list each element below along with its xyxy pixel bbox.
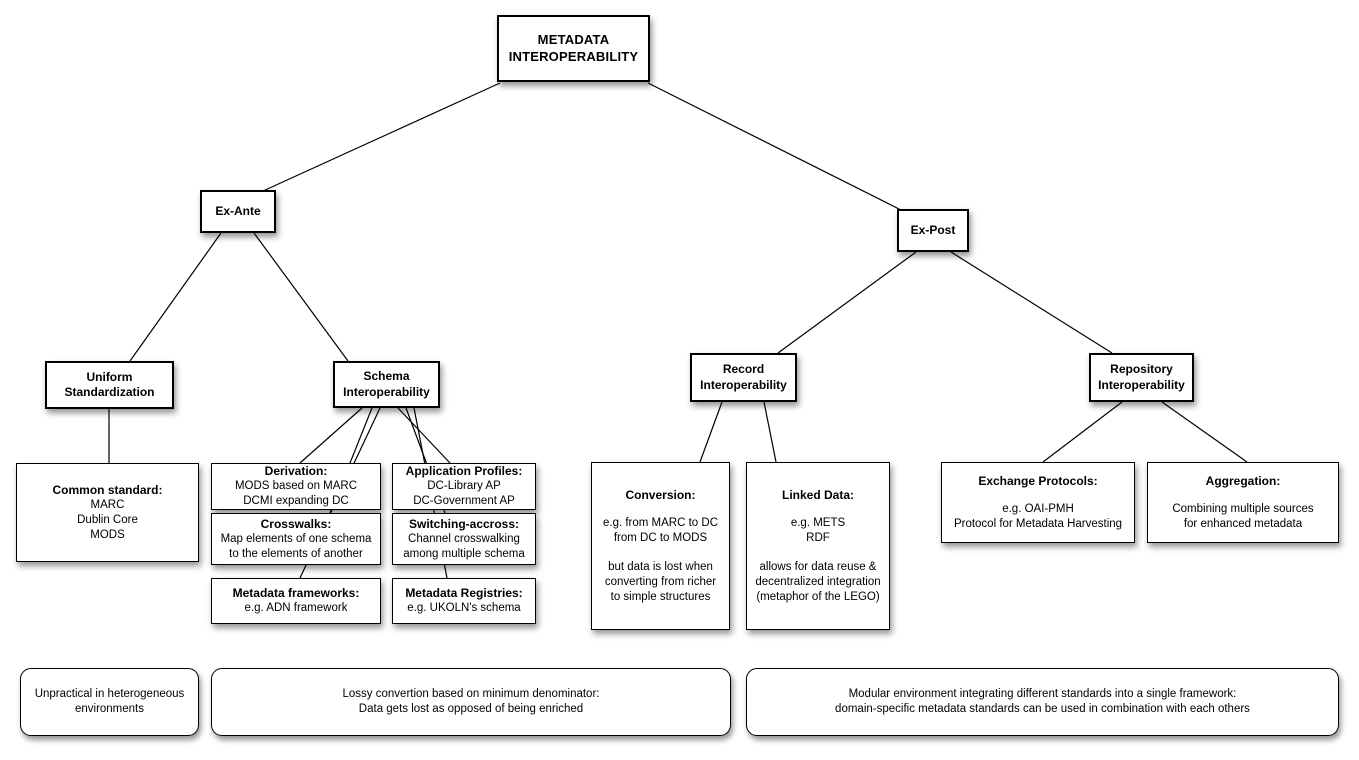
node-metadata-frameworks: Metadata frameworks: e.g. ADN framework bbox=[211, 578, 381, 624]
node-title: Linked Data: bbox=[781, 487, 854, 502]
node-crosswalks: Crosswalks: Map elements of one schema t… bbox=[211, 513, 381, 565]
node-title: Ex-Post bbox=[910, 222, 956, 237]
node-ex-post: Ex-Post bbox=[897, 209, 969, 252]
node-title: Record Interoperability bbox=[700, 362, 787, 392]
node-aggregation: Aggregation: Combining multiple sources … bbox=[1147, 462, 1339, 543]
edge-expost-record bbox=[777, 251, 917, 354]
edge-repository-aggregation bbox=[1161, 401, 1248, 463]
node-title: Metadata frameworks: bbox=[232, 585, 360, 600]
note-schema: Lossy convertion based on minimum denomi… bbox=[211, 668, 731, 736]
edge-exante-uniform bbox=[129, 232, 222, 362]
node-title: Conversion: bbox=[625, 487, 696, 502]
node-schema-interoperability: Schema Interoperability bbox=[333, 361, 440, 408]
node-derivation: Derivation: MODS based on MARC DCMI expa… bbox=[211, 463, 381, 510]
node-metadata-registries: Metadata Registries: e.g. UKOLN's schema bbox=[392, 578, 536, 624]
edge-schema-derivation bbox=[299, 407, 363, 464]
node-body: DC-Library AP DC-Government AP bbox=[413, 480, 515, 508]
edge-expost-repository bbox=[950, 251, 1113, 354]
edge-record-linkeddata bbox=[763, 401, 777, 463]
node-body: e.g. from MARC to DC from DC to MODS but… bbox=[602, 517, 719, 603]
note-ex-post: Modular environment integrating differen… bbox=[746, 668, 1339, 736]
edge-root-exante bbox=[262, 82, 501, 192]
node-linked-data: Linked Data: e.g. METS RDF allows for da… bbox=[746, 462, 890, 630]
node-uniform-standardization: Uniform Standardization bbox=[45, 361, 174, 409]
node-repository-interoperability: Repository Interoperability bbox=[1089, 353, 1194, 402]
node-application-profiles: Application Profiles: DC-Library AP DC-G… bbox=[392, 463, 536, 510]
edge-record-conversion bbox=[699, 401, 723, 463]
node-title: METADATA INTEROPERABILITY bbox=[508, 31, 639, 64]
node-exchange-protocols: Exchange Protocols: e.g. OAI-PMH Protoco… bbox=[941, 462, 1135, 543]
node-title: Repository Interoperability bbox=[1098, 362, 1185, 392]
edge-exante-schema bbox=[253, 232, 349, 362]
note-ex-ante: Unpractical in heterogeneous environment… bbox=[20, 668, 199, 736]
node-title: Ex-Ante bbox=[215, 203, 261, 218]
node-body: e.g. OAI-PMH Protocol for Metadata Harve… bbox=[953, 502, 1123, 530]
node-title: Exchange Protocols: bbox=[978, 473, 1098, 488]
node-common-standard: Common standard: MARC Dublin Core MODS bbox=[16, 463, 199, 562]
node-body: MARC Dublin Core MODS bbox=[77, 499, 138, 541]
node-body: e.g. ADN framework bbox=[244, 602, 348, 615]
node-conversion: Conversion: e.g. from MARC to DC from DC… bbox=[591, 462, 730, 630]
node-record-interoperability: Record Interoperability bbox=[690, 353, 797, 402]
node-title: Application Profiles: bbox=[405, 464, 523, 479]
node-title: Crosswalks: bbox=[260, 516, 332, 531]
edge-root-expost bbox=[647, 82, 902, 211]
node-title: Metadata Registries: bbox=[405, 585, 523, 600]
node-switching-accross: Switching-accross: Channel crosswalking … bbox=[392, 513, 536, 565]
node-title: Uniform Standardization bbox=[64, 369, 155, 399]
node-title: Schema Interoperability bbox=[343, 369, 430, 399]
node-title: Common standard: bbox=[52, 482, 163, 497]
node-body: Channel crosswalking among multiple sche… bbox=[403, 532, 525, 560]
node-body: e.g. UKOLN's schema bbox=[407, 602, 521, 615]
node-body: Map elements of one schema to the elemen… bbox=[220, 532, 372, 560]
node-title: Derivation: bbox=[264, 464, 328, 479]
node-ex-ante: Ex-Ante bbox=[200, 190, 276, 233]
node-title: Switching-accross: bbox=[408, 516, 520, 531]
edge-repository-exchange bbox=[1042, 401, 1123, 463]
node-body: MODS based on MARC DCMI expanding DC bbox=[234, 480, 358, 508]
node-title: Aggregation: bbox=[1205, 473, 1281, 488]
node-body: Combining multiple sources for enhanced … bbox=[1172, 502, 1314, 530]
node-metadata-interoperability: METADATA INTEROPERABILITY bbox=[497, 15, 650, 82]
edge-schema-appprofiles bbox=[397, 407, 451, 464]
node-body: e.g. METS RDF allows for data reuse & de… bbox=[755, 517, 881, 603]
